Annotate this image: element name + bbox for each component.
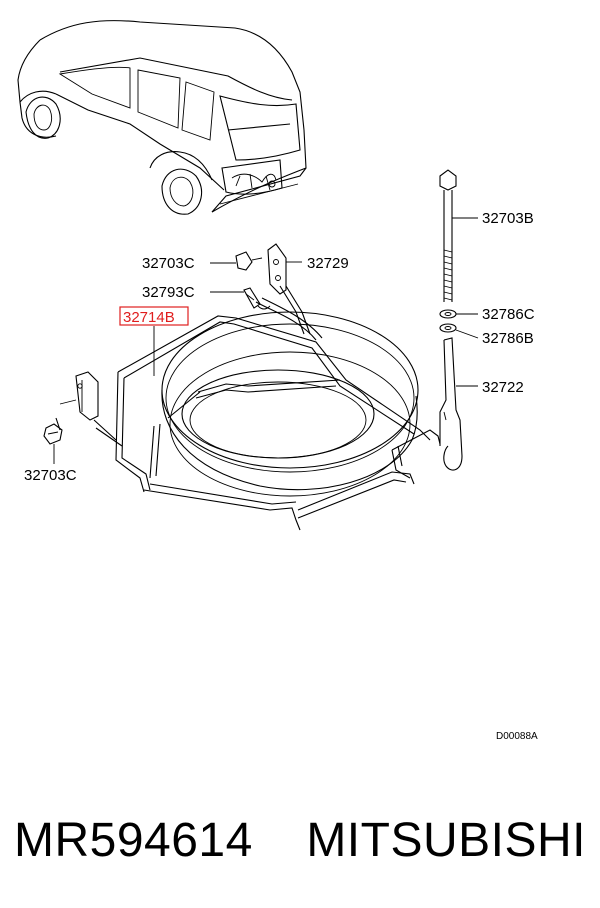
callout-32714B[interactable]: 32714B bbox=[123, 309, 175, 326]
callout-32793C[interactable]: 32793C bbox=[142, 284, 195, 301]
highlight-box bbox=[119, 306, 189, 326]
leader-lines bbox=[53, 217, 479, 464]
upper-bracket bbox=[235, 243, 287, 310]
callout-32703B[interactable]: 32703B bbox=[482, 210, 534, 227]
callout-32722[interactable]: 32722 bbox=[482, 379, 524, 396]
spare-tire bbox=[161, 311, 419, 497]
callout-32729[interactable]: 32729 bbox=[307, 255, 349, 272]
footer-bar: MR594614 MITSUBISHI bbox=[0, 800, 600, 880]
hanger-bolt-assembly bbox=[439, 169, 463, 471]
callout-32786B[interactable]: 32786B bbox=[482, 330, 534, 347]
diagram-code: D00088A bbox=[496, 731, 538, 742]
left-bracket bbox=[43, 371, 99, 445]
callout-32703C-lower[interactable]: 32703C bbox=[24, 467, 77, 484]
vehicle-illustration bbox=[17, 20, 307, 215]
spare-tire-carrier bbox=[93, 285, 441, 531]
brand-name: MITSUBISHI bbox=[306, 813, 586, 867]
callout-32786C[interactable]: 32786C bbox=[482, 306, 535, 323]
part-number: MR594614 bbox=[14, 813, 253, 867]
callout-32703C-upper[interactable]: 32703C bbox=[142, 255, 195, 272]
parts-diagram: 32703B 32703C 32729 32793C 32714B 32786C… bbox=[17, 20, 538, 742]
